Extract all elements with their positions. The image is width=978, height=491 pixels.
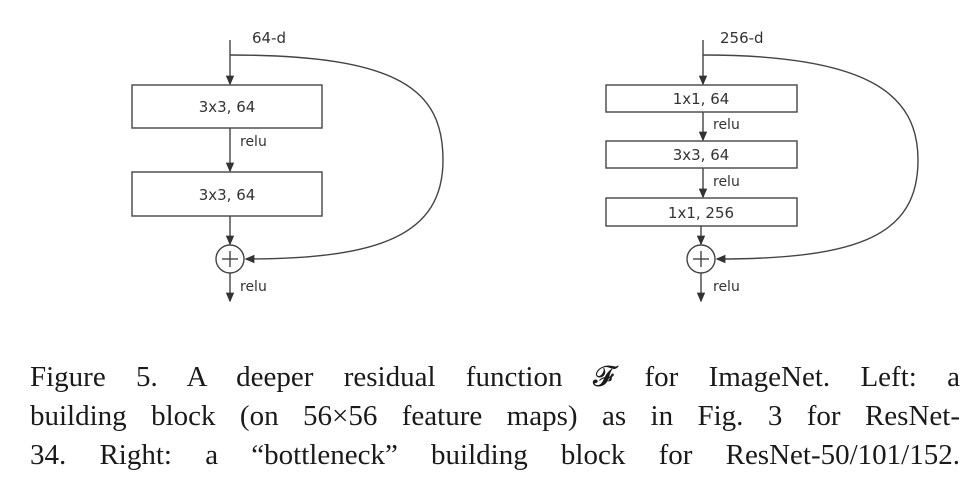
layer-label: 3x3, 64 xyxy=(199,98,256,116)
relu-label: relu xyxy=(240,279,267,295)
input-dim-label: 256-d xyxy=(720,29,764,47)
bottleneck-block xyxy=(605,40,919,303)
relu-label: relu xyxy=(713,279,740,295)
relu-label: relu xyxy=(713,117,740,133)
identity-shortcut xyxy=(702,54,919,264)
layer-box xyxy=(131,171,323,217)
figure-caption-line-3: 34. Right: a “bottleneck” building block… xyxy=(30,439,960,471)
layer-label: 3x3, 64 xyxy=(199,186,256,204)
relu-label: relu xyxy=(240,134,267,150)
layer-box xyxy=(605,197,798,227)
figure-caption-line-1: Figure 5. A deeper residual function 𝓕 f… xyxy=(30,361,960,393)
input-dim-label: 64-d xyxy=(252,29,286,47)
figure-caption-line-2: building block (on 56×56 feature maps) a… xyxy=(30,400,960,432)
layer-box xyxy=(605,140,798,169)
layer-box xyxy=(131,84,323,129)
identity-shortcut xyxy=(229,54,444,264)
left-building-block xyxy=(131,40,444,303)
layer-label: 1x1, 64 xyxy=(673,90,730,108)
layer-label: 1x1, 256 xyxy=(668,204,734,222)
relu-label: relu xyxy=(713,174,740,190)
layer-box xyxy=(605,84,798,113)
layer-label: 3x3, 64 xyxy=(673,146,730,164)
